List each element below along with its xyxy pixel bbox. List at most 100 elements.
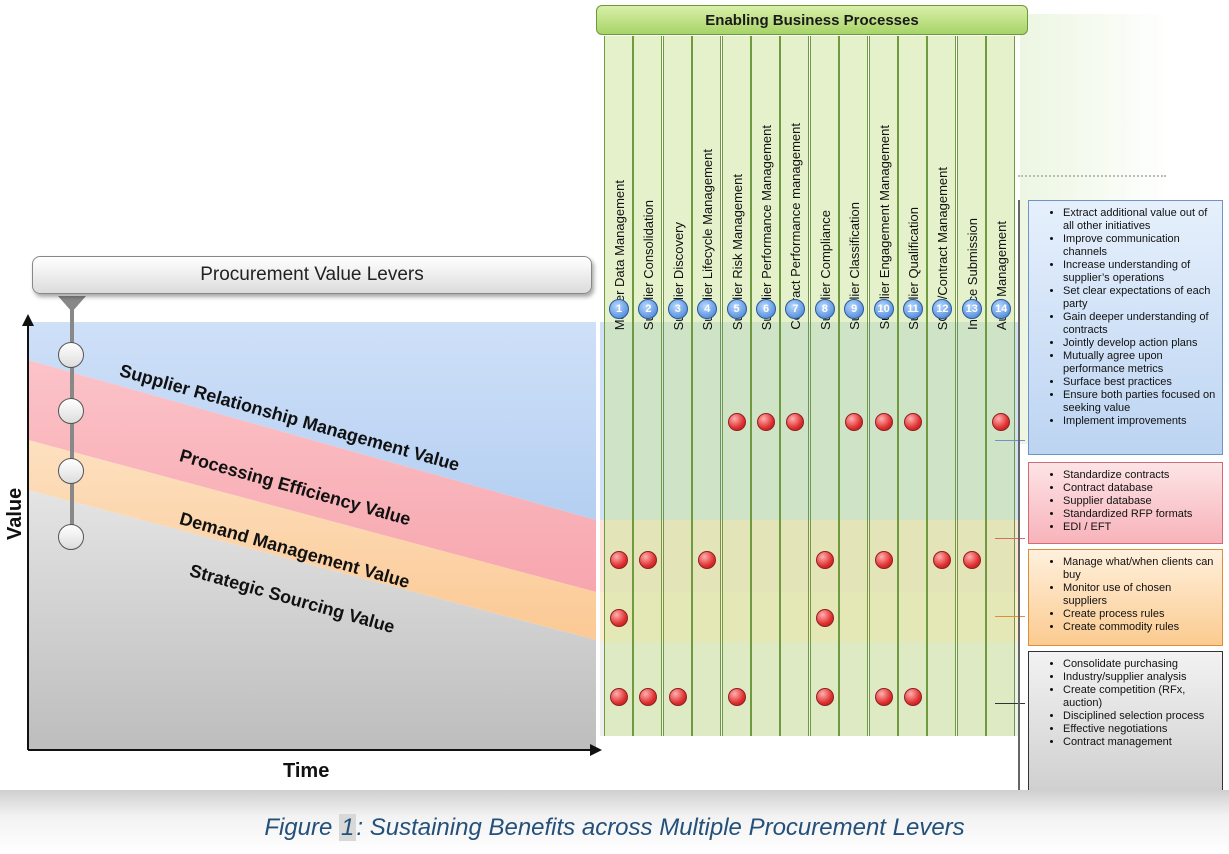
benefit-item: Gain deeper understanding of contracts bbox=[1063, 311, 1218, 337]
process-marker-dot bbox=[962, 551, 981, 569]
benefit-item: Surface best practices bbox=[1063, 376, 1218, 389]
process-number-badge: 8 bbox=[814, 299, 835, 319]
benefit-item: Contract database bbox=[1063, 482, 1218, 495]
process-marker-dot bbox=[874, 413, 893, 431]
lever-knob[interactable] bbox=[58, 398, 84, 424]
benefit-item: Implement improvements bbox=[1063, 415, 1218, 428]
benefit-item: Disciplined selection process bbox=[1063, 710, 1218, 723]
process-label: Contract Performance management bbox=[781, 40, 810, 330]
benefits-processing-box: Standardize contractsContract databaseSu… bbox=[1028, 462, 1223, 544]
process-marker-dot bbox=[639, 688, 658, 706]
process-marker-dot bbox=[933, 551, 952, 569]
process-number-badge: 1 bbox=[609, 299, 629, 319]
process-number-badge: 12 bbox=[932, 299, 953, 319]
benefits-sourcing-box: Consolidate purchasingIndustry/supplier … bbox=[1028, 651, 1223, 791]
benefit-item: Supplier database bbox=[1063, 495, 1218, 508]
process-column: Supplier Qualification bbox=[898, 36, 927, 736]
process-marker-dot bbox=[815, 688, 834, 706]
lever-bands bbox=[22, 296, 602, 756]
process-marker-dot bbox=[698, 551, 717, 569]
process-column: Audit Management bbox=[986, 36, 1016, 736]
benefit-item: Improve communication channels bbox=[1063, 233, 1218, 259]
lever-knob[interactable] bbox=[58, 458, 84, 484]
process-marker-dot bbox=[874, 551, 893, 569]
process-marker-dot bbox=[610, 609, 628, 627]
process-number-badge: 9 bbox=[844, 299, 865, 319]
benefit-item: Standardize contracts bbox=[1063, 469, 1218, 482]
benefit-item: Consolidate purchasing bbox=[1063, 658, 1218, 671]
process-number-badge: 13 bbox=[961, 299, 982, 319]
benefit-item: EDI / EFT bbox=[1063, 521, 1218, 534]
band-srm bbox=[28, 322, 596, 520]
process-number-badge: 11 bbox=[903, 299, 923, 319]
process-marker-dot bbox=[815, 551, 834, 569]
process-label: Invoice Submission bbox=[958, 40, 987, 330]
process-number-badge: 4 bbox=[697, 299, 718, 319]
process-marker-dot bbox=[874, 688, 893, 706]
benefit-item: Create commodity rules bbox=[1063, 621, 1218, 634]
process-label: Supplier Performance Management bbox=[752, 40, 781, 330]
benefits-list: Standardize contractsContract databaseSu… bbox=[1047, 469, 1218, 534]
band-sourcing bbox=[28, 490, 596, 750]
connector-demand bbox=[995, 616, 1025, 617]
process-column: Supplier Compliance bbox=[809, 36, 840, 736]
processes-header: Enabling Business Processes bbox=[596, 5, 1028, 35]
x-axis-label: Time bbox=[283, 760, 330, 782]
process-marker-dot bbox=[904, 413, 922, 431]
benefit-item: Effective negotiations bbox=[1063, 723, 1218, 736]
process-marker-dot bbox=[668, 688, 687, 706]
process-column: Master Data Management bbox=[604, 36, 633, 736]
benefits-list: Manage what/when clients can buyMonitor … bbox=[1047, 556, 1218, 634]
lever-pointer bbox=[58, 296, 86, 312]
process-label: Supplier Consolidation bbox=[634, 40, 663, 330]
benefit-item: Extract additional value out of all othe… bbox=[1063, 207, 1218, 233]
process-label: Supplier Discovery bbox=[664, 40, 693, 330]
process-marker-dot bbox=[786, 413, 805, 431]
benefits-srm-box: Extract additional value out of all othe… bbox=[1028, 200, 1223, 455]
benefits-list: Consolidate purchasingIndustry/supplier … bbox=[1047, 658, 1218, 749]
lever-knob[interactable] bbox=[58, 524, 84, 550]
process-marker-dot bbox=[727, 688, 746, 706]
process-marker-dot bbox=[757, 413, 775, 431]
benefit-item: Ensure both parties focused on seeking v… bbox=[1063, 389, 1218, 415]
process-column: Supplier Discovery bbox=[662, 36, 693, 736]
process-column: Supplier Performance Management bbox=[751, 36, 780, 736]
process-marker-dot bbox=[815, 609, 834, 627]
benefit-item: Create competition (RFx, auction) bbox=[1063, 684, 1218, 710]
y-axis-label: Value bbox=[4, 487, 26, 540]
process-label: Supplier Classification bbox=[840, 40, 869, 330]
process-marker-dot bbox=[992, 413, 1011, 431]
benefit-item: Mutually agree upon performance metrics bbox=[1063, 350, 1218, 376]
band-demand bbox=[28, 440, 596, 640]
figure-caption: Figure 1: Sustaining Benefits across Mul… bbox=[0, 814, 1229, 842]
connector-srm bbox=[995, 440, 1025, 441]
process-column: Invoice Submission bbox=[956, 36, 987, 736]
process-number-badge: 6 bbox=[756, 299, 776, 319]
benefit-item: Manage what/when clients can buy bbox=[1063, 556, 1218, 582]
process-label: Supplier Engagement Management bbox=[870, 40, 899, 330]
process-marker-dot bbox=[904, 688, 922, 706]
process-label: Supplier Compliance bbox=[811, 40, 840, 330]
process-marker-dot bbox=[610, 551, 628, 569]
benefit-item: Set clear expectations of each party bbox=[1063, 285, 1218, 311]
process-column: Supplier Consolidation bbox=[633, 36, 663, 736]
benefit-item: Industry/supplier analysis bbox=[1063, 671, 1218, 684]
process-number-badge: 10 bbox=[873, 299, 894, 319]
lever-panel-title: Procurement Value Levers bbox=[32, 256, 592, 294]
lever-knob[interactable] bbox=[58, 342, 84, 368]
benefit-item: Contract management bbox=[1063, 736, 1218, 749]
benefit-item: Monitor use of chosen suppliers bbox=[1063, 582, 1218, 608]
benefit-item: Standardized RFP formats bbox=[1063, 508, 1218, 521]
benefits-list: Extract additional value out of all othe… bbox=[1047, 207, 1218, 428]
process-label: Master Data Management bbox=[605, 40, 634, 330]
process-column: Supplier Classification bbox=[839, 36, 869, 736]
process-number-badge: 5 bbox=[726, 299, 747, 319]
box-bracket bbox=[1018, 200, 1020, 790]
benefit-item: Create process rules bbox=[1063, 608, 1218, 621]
process-label: Audit Management bbox=[987, 40, 1016, 330]
process-label: SOW/Contract Management bbox=[928, 40, 957, 330]
process-marker-dot bbox=[639, 551, 658, 569]
process-label: Supplier Lifecycle Management bbox=[693, 40, 722, 330]
process-column: SOW/Contract Management bbox=[927, 36, 957, 736]
